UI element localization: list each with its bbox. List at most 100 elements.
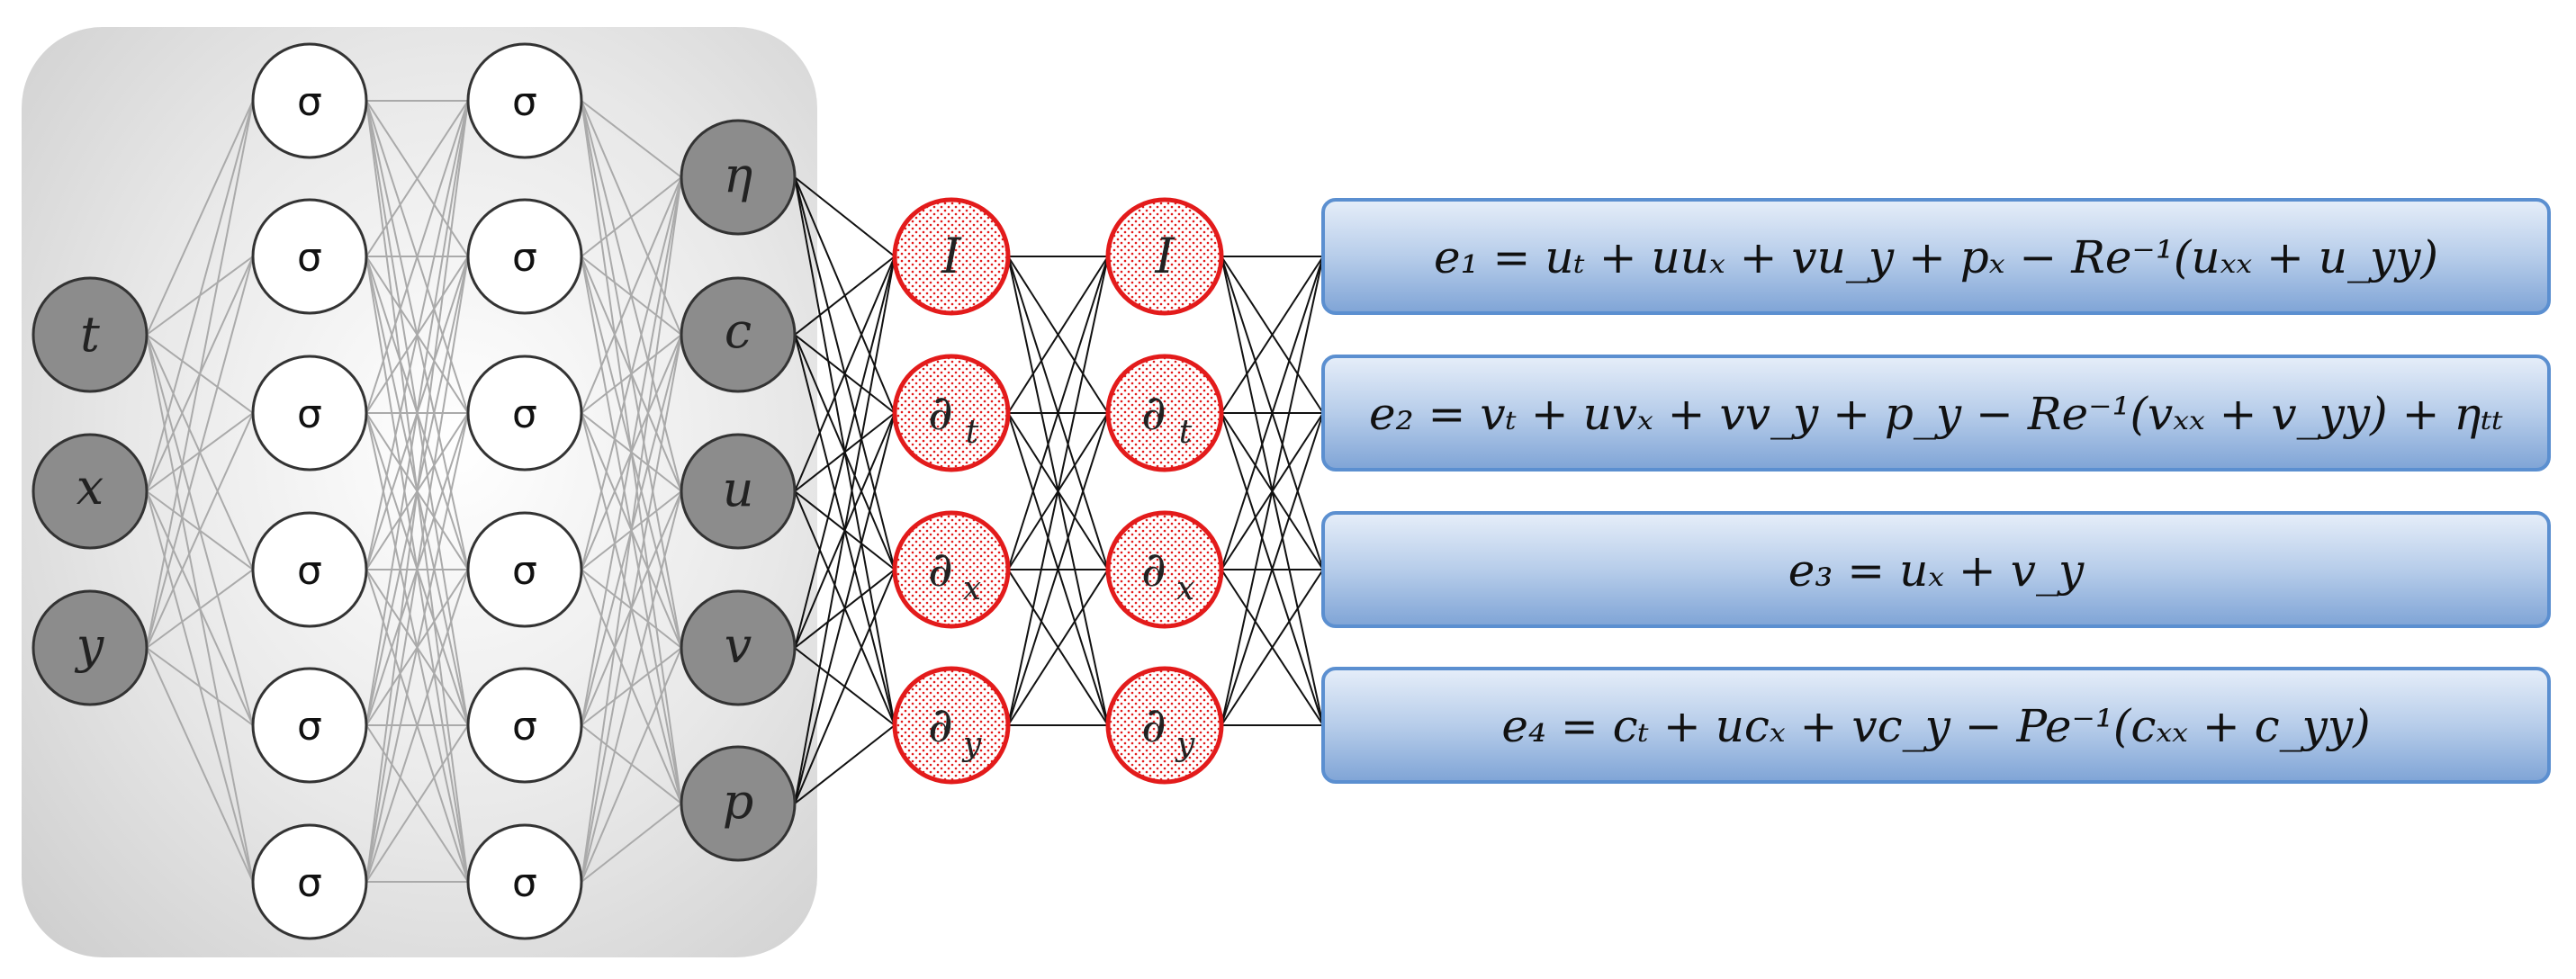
output-label: u bbox=[723, 461, 754, 517]
input-label: y bbox=[75, 617, 105, 674]
network-edge bbox=[581, 803, 682, 883]
operator-node-dy: ∂ y bbox=[1105, 666, 1224, 785]
input-node-t: t bbox=[32, 276, 149, 393]
input-node-y: y bbox=[32, 589, 149, 706]
network-edge bbox=[146, 569, 254, 649]
network-edge bbox=[365, 100, 469, 726]
operator-edge bbox=[1220, 412, 1324, 726]
input-label: x bbox=[77, 459, 104, 516]
network-edge bbox=[365, 569, 469, 883]
hidden-node: σ bbox=[466, 42, 583, 159]
sigma-label: σ bbox=[512, 391, 537, 437]
operator-node-dy: ∂ y bbox=[892, 666, 1011, 785]
operator-edge bbox=[794, 724, 896, 804]
sigma-label: σ bbox=[297, 235, 322, 281]
network-edge bbox=[581, 176, 682, 257]
network-edge bbox=[365, 256, 469, 883]
operator-edge bbox=[794, 412, 896, 804]
output-label: p bbox=[723, 773, 754, 830]
equation-text: e₁ = uₜ + uuₓ + vu_y + pₓ − Re⁻¹(uₓₓ + u… bbox=[1434, 231, 2438, 283]
operator-subscript: y bbox=[1175, 726, 1195, 763]
operator-layer-2: I ∂ t ∂ x ∂ y bbox=[1105, 197, 1224, 785]
operator-symbol: ∂ bbox=[928, 541, 953, 597]
network-edge bbox=[146, 100, 254, 492]
output-layer: η c u v p bbox=[680, 119, 797, 862]
network-edge bbox=[581, 176, 682, 883]
network-edge bbox=[146, 647, 254, 883]
operator-edge bbox=[1220, 256, 1324, 726]
operator-edge bbox=[1220, 256, 1324, 414]
network-edge bbox=[581, 176, 682, 726]
network-edge bbox=[365, 100, 469, 257]
operator-edge bbox=[794, 256, 896, 804]
network-edge bbox=[365, 412, 469, 883]
neural-network-panel bbox=[22, 27, 817, 957]
hidden-layer-2: σ σ σ σ σ σ bbox=[466, 42, 583, 940]
output-label: c bbox=[725, 302, 752, 359]
network-edge bbox=[581, 176, 682, 414]
operator-subscript: t bbox=[1179, 414, 1193, 451]
output-label: v bbox=[725, 617, 752, 674]
hidden-node: σ bbox=[251, 42, 368, 159]
hidden-layer-1: σ σ σ σ σ σ bbox=[251, 42, 368, 940]
operator-node-identity: I bbox=[1105, 197, 1224, 316]
operator-edge bbox=[1007, 256, 1109, 570]
operator-edge bbox=[794, 176, 896, 257]
operator-edge bbox=[1220, 569, 1324, 726]
network-edge bbox=[581, 334, 682, 883]
equation-box-e1: e₁ = uₜ + uuₓ + vu_y + pₓ − Re⁻¹(uₓₓ + u… bbox=[1321, 198, 2551, 315]
operator-symbol: ∂ bbox=[1141, 384, 1166, 441]
network-edge bbox=[581, 490, 682, 883]
sigma-label: σ bbox=[297, 391, 322, 437]
equation-boxes: e₁ = uₜ + uuₓ + vu_y + pₓ − Re⁻¹(uₓₓ + u… bbox=[1321, 198, 2551, 784]
hidden-node: σ bbox=[466, 667, 583, 784]
output-node-v: v bbox=[680, 589, 797, 706]
sigma-label: σ bbox=[297, 548, 322, 594]
network-edge bbox=[146, 412, 254, 649]
operator-edge bbox=[794, 256, 896, 649]
hidden-node: σ bbox=[251, 511, 368, 628]
operator-node-dt: ∂ t bbox=[892, 354, 1011, 472]
operator-symbol: ∂ bbox=[928, 696, 953, 753]
network-edge bbox=[365, 724, 469, 883]
network-edge bbox=[365, 100, 469, 414]
hidden-node: σ bbox=[466, 355, 583, 472]
network-edge bbox=[365, 100, 469, 883]
operator-edge bbox=[794, 256, 896, 336]
operator-edge bbox=[1007, 569, 1109, 726]
operator-subscript: x bbox=[963, 570, 981, 607]
sigma-label: σ bbox=[297, 860, 322, 906]
sigma-label: σ bbox=[512, 79, 537, 125]
network-connections bbox=[146, 100, 682, 883]
operator-symbol: I bbox=[1154, 228, 1175, 284]
output-label: η bbox=[724, 147, 752, 203]
sigma-label: σ bbox=[512, 860, 537, 906]
equation-box-e2: e₂ = vₜ + uvₓ + vv_y + p_y − Re⁻¹(vₓₓ + … bbox=[1321, 355, 2551, 472]
operator-symbol: ∂ bbox=[1141, 696, 1166, 753]
network-edge bbox=[581, 176, 682, 570]
operator-edge bbox=[1220, 256, 1324, 570]
equation-text: e₃ = uₓ + v_y bbox=[1788, 544, 2085, 597]
network-edge bbox=[581, 100, 682, 178]
network-edge bbox=[146, 647, 254, 726]
input-node-x: x bbox=[32, 433, 149, 550]
operator-edge bbox=[1007, 256, 1109, 726]
network-edge bbox=[146, 256, 254, 649]
equation-text: e₂ = vₜ + uvₓ + vv_y + p_y − Re⁻¹(vₓₓ + … bbox=[1369, 388, 2503, 440]
sigma-label: σ bbox=[512, 548, 537, 594]
sigma-label: σ bbox=[297, 704, 322, 750]
operator-node-dx: ∂ x bbox=[892, 510, 1011, 629]
output-node-c: c bbox=[680, 276, 797, 393]
sigma-label: σ bbox=[512, 704, 537, 750]
operator-connections bbox=[794, 176, 1324, 804]
operator-edge bbox=[1007, 412, 1109, 726]
operator-subscript: y bbox=[961, 726, 982, 763]
output-node-u: u bbox=[680, 433, 797, 550]
input-layer: t x y bbox=[32, 276, 149, 706]
hidden-node: σ bbox=[466, 823, 583, 940]
operator-node-identity: I bbox=[892, 197, 1011, 316]
operator-edge bbox=[1007, 256, 1109, 414]
network-edge bbox=[365, 100, 469, 570]
hidden-node: σ bbox=[251, 355, 368, 472]
